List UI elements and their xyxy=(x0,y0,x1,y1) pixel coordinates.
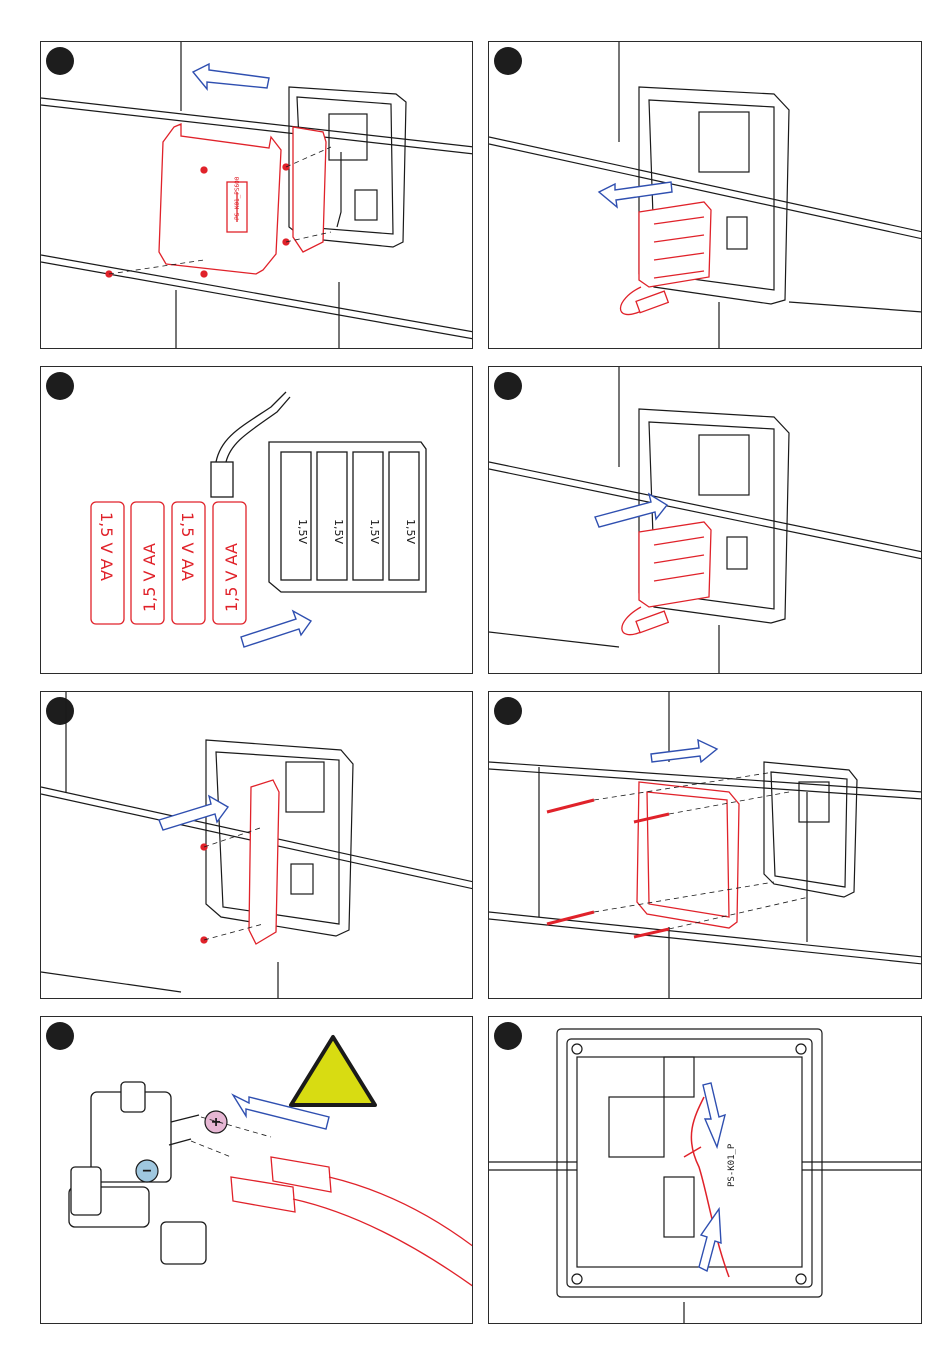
minus-terminal-label: − xyxy=(142,1163,151,1180)
direction-arrow-icon xyxy=(159,796,228,830)
direction-arrow-icon xyxy=(651,740,717,762)
assembled-module-illustration: PS-K01_P xyxy=(489,1017,922,1324)
cover-reinstall-illustration xyxy=(41,692,473,999)
holder-cell-label: 1,5V xyxy=(296,519,309,544)
step-panel-8: PS-K01_P xyxy=(488,1016,922,1324)
step-panel-5 xyxy=(40,691,473,999)
step-panel-7: + − xyxy=(40,1016,473,1324)
battery-pack-removal-illustration xyxy=(489,42,922,349)
frame-mounting-illustration xyxy=(489,692,922,999)
direction-arrow-icon xyxy=(599,182,672,207)
battery-cell-label: 1,5 V AA xyxy=(140,543,159,612)
step-panel-6 xyxy=(488,691,922,999)
step-panel-1: PS-K01_PS600 xyxy=(40,41,473,349)
battery-cell-label: 1,5 V AA xyxy=(178,512,197,581)
battery-cell-label: 1,5 V AA xyxy=(222,543,241,612)
cover-removal-illustration: PS-K01_PS600 xyxy=(41,42,473,349)
step-panel-3: 1,5V 1,5V 1,5V 1,5V 1,5 V AA 1,5 V AA 1,… xyxy=(40,366,473,674)
holder-cell-label: 1,5V xyxy=(368,519,381,544)
holder-cell-label: 1,5V xyxy=(332,519,345,544)
step-panel-4 xyxy=(488,366,922,674)
direction-arrow-icon xyxy=(241,611,311,647)
holder-cell-label: 1,5V xyxy=(404,519,417,544)
step-panel-2 xyxy=(488,41,922,349)
battery-pack-insert-illustration xyxy=(489,367,922,674)
solenoid-wiring-illustration: + − xyxy=(41,1017,473,1324)
battery-cell-label: 1,5 V AA xyxy=(97,512,116,581)
warning-triangle-icon xyxy=(291,1037,375,1105)
module-label: PS-K01_P xyxy=(727,1143,737,1187)
cover-label: PS-K01_PS600 xyxy=(234,176,241,220)
battery-replacement-illustration: 1,5V 1,5V 1,5V 1,5V 1,5 V AA 1,5 V AA 1,… xyxy=(41,367,473,674)
direction-arrow-icon xyxy=(193,64,269,89)
